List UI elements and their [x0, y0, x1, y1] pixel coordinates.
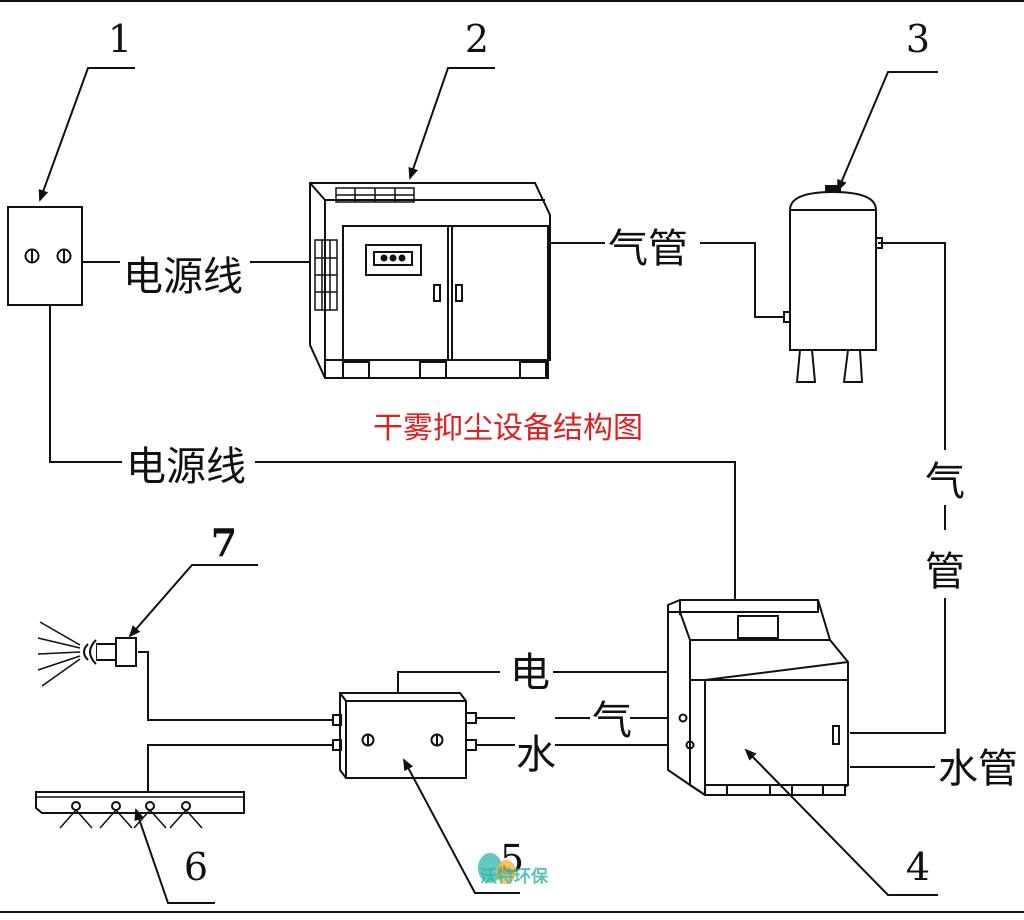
controller-host-4 [667, 599, 849, 796]
power-line-1-4 [49, 305, 122, 463]
air-pipe-3-4c [850, 598, 946, 734]
power-line-1-4b [255, 461, 736, 600]
air-pipe-3-4a [878, 242, 946, 450]
air-tank-3 [783, 185, 883, 383]
callout-2: 2 [465, 17, 489, 61]
label-electric: 电 [510, 650, 550, 696]
distribution-box-5 [332, 692, 477, 779]
line-5-7 [138, 651, 333, 721]
callout-6: 6 [184, 845, 208, 889]
diagram-title: 干雾抑尘设备结构图 [373, 411, 643, 446]
label-water-pipe: 水管 [938, 746, 1018, 792]
leader-4 [744, 748, 938, 896]
watermark-logo: 沃特环保 [478, 853, 549, 887]
leader-6 [134, 808, 215, 904]
label-power-line-top: 电源线 [123, 254, 243, 300]
leader-1 [38, 67, 135, 202]
leader-3 [837, 71, 938, 192]
callout-1: 1 [108, 17, 132, 61]
callout-7: 7 [211, 520, 237, 565]
nozzle-7 [37, 621, 137, 687]
watermark-text: 沃特环保 [480, 866, 549, 887]
air-pipe-2-3b [700, 242, 785, 318]
label-air-pipe-side-2: 管 [925, 549, 965, 595]
leader-7 [128, 564, 258, 638]
power-box-1 [7, 206, 83, 306]
label-air: 气 [592, 698, 632, 744]
electric-line [397, 671, 500, 693]
label-air-pipe-side-1: 气 [925, 459, 965, 505]
label-air-pipe-top: 气管 [608, 226, 688, 272]
callout-4: 4 [906, 845, 930, 889]
leader-5 [403, 758, 520, 894]
connection-lines [49, 242, 946, 792]
label-power-line-bottom: 电源线 [126, 444, 246, 490]
label-water: 水 [516, 732, 556, 778]
callout-leaders [38, 67, 938, 904]
callout-3: 3 [906, 17, 930, 61]
leader-2 [408, 67, 495, 180]
line-5-6 [147, 744, 333, 792]
air-compressor-2 [309, 182, 551, 379]
